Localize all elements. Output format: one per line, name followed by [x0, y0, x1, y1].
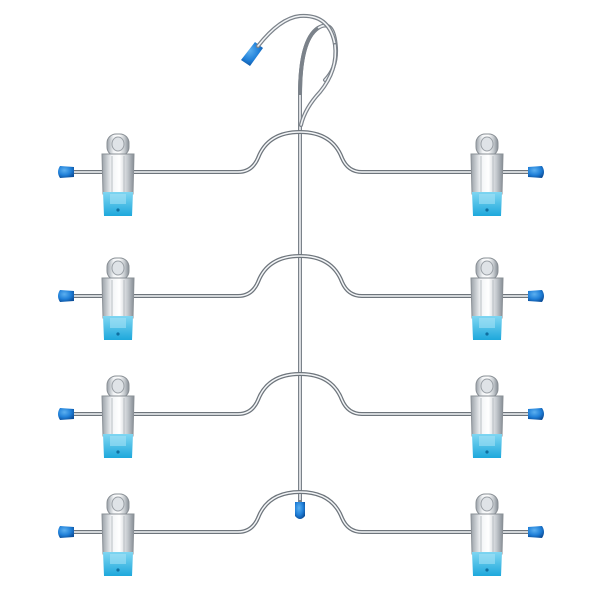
hanger-tier-3 [72, 371, 530, 416]
bar-end-cap-left-4-icon [58, 526, 74, 538]
clip-left-2 [101, 257, 135, 340]
bar-end-cap-left-3-icon [58, 408, 74, 420]
bar-end-cap-right-4-icon [528, 526, 544, 538]
bar-end-cap-left-2-icon [58, 290, 74, 302]
hook-tip-cap-icon [241, 42, 263, 66]
clip-left-1 [101, 133, 135, 216]
clip-left-3 [101, 375, 135, 458]
clip-right-1 [470, 133, 504, 216]
bar-end-cap-right-2-icon [528, 290, 544, 302]
bottom-rod-end [295, 500, 305, 519]
bar-end-cap-right-3-icon [528, 408, 544, 420]
clip-left-4 [101, 493, 135, 576]
clip-right-3 [470, 375, 504, 458]
clip-right-4 [470, 493, 504, 576]
clip-right-2 [470, 257, 504, 340]
bar-end-cap-right-1-icon [528, 166, 544, 178]
hanger-tier-2 [72, 253, 530, 298]
hook-neck [256, 13, 337, 48]
hanger-tier-4 [72, 489, 530, 534]
hanger-tier-1 [72, 129, 530, 174]
bar-end-cap-left-1-icon [58, 166, 74, 178]
